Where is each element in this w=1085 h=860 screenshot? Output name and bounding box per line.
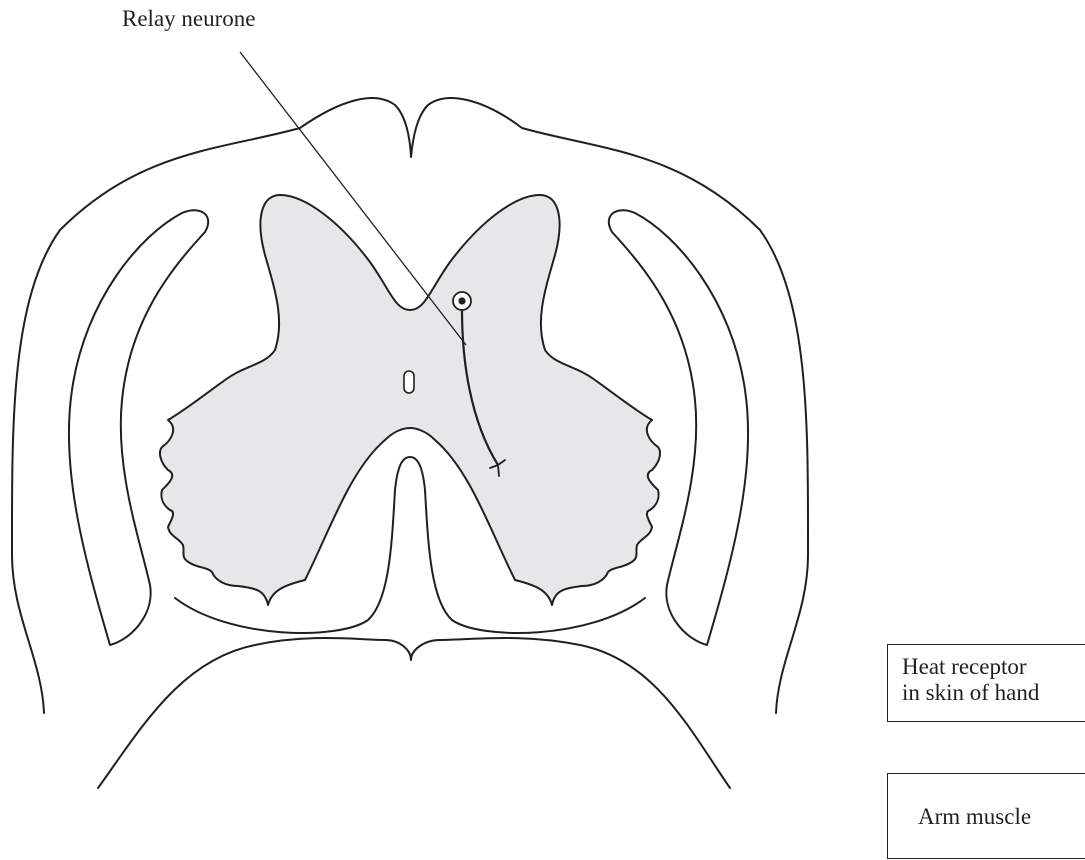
grey-matter <box>160 195 660 605</box>
relay-neurone-label: Relay neurone <box>122 6 255 32</box>
arm-muscle-box: Arm muscle <box>887 773 1085 859</box>
ventral-arch <box>98 638 730 788</box>
central-canal <box>404 371 414 393</box>
heat-receptor-label-line1: Heat receptor <box>902 654 1085 680</box>
relay-neurone-nucleus <box>458 297 465 304</box>
heat-receptor-label-line2: in skin of hand <box>902 680 1085 706</box>
arm-muscle-label: Arm muscle <box>918 804 1031 829</box>
heat-receptor-box: Heat receptor in skin of hand <box>887 644 1085 722</box>
